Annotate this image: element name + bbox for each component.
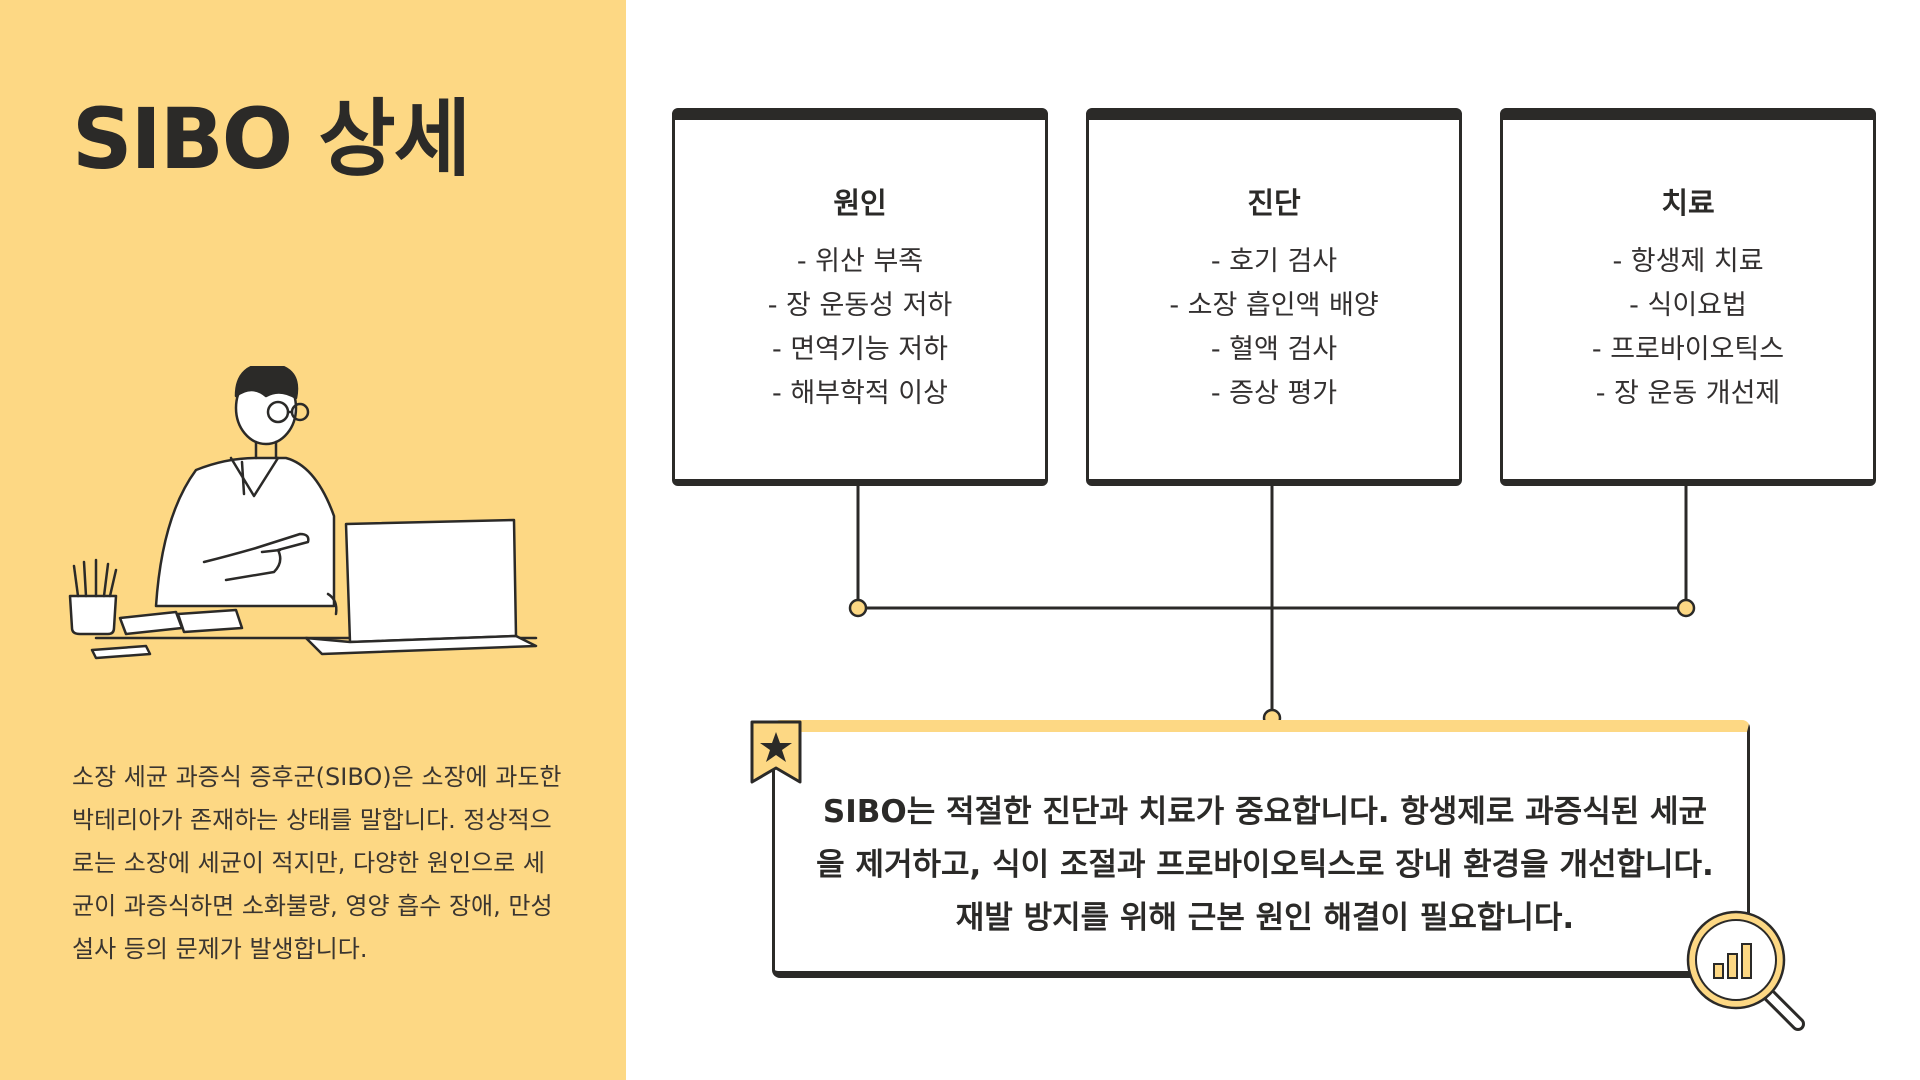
list-item: - 위산 부족 (796, 246, 924, 277)
summary-text: SIBO는 적절한 진단과 치료가 중요합니다. 항생제로 과증식된 세균을 제… (816, 794, 1714, 936)
connector-node-right (1676, 598, 1696, 618)
card-title: 진단 (1247, 186, 1301, 220)
list-item: - 장 운동성 저하 (767, 290, 953, 321)
connector-node-left (848, 598, 868, 618)
card-causes: 원인 - 위산 부족 - 장 운동성 저하 - 면역기능 저하 - 해부학적 이… (672, 108, 1048, 486)
list-item: - 혈액 검사 (1210, 334, 1338, 365)
list-item: - 항생제 치료 (1612, 246, 1764, 277)
summary-box: SIBO는 적절한 진단과 치료가 중요합니다. 항생제로 과증식된 세균을 제… (772, 720, 1750, 978)
card-treatment: 치료 - 항생제 치료 - 식이요법 - 프로바이오틱스 - 장 운동 개선제 (1500, 108, 1876, 486)
man-at-laptop-illustration (68, 366, 538, 660)
description-text: 소장 세균 과증식 증후군(SIBO)은 소장에 과도한 박테리아가 존재하는 … (72, 763, 562, 963)
star-bookmark-icon (750, 720, 802, 784)
list-item: - 호기 검사 (1210, 246, 1338, 277)
page-title: SIBO 상세 (72, 90, 471, 188)
card-list: - 호기 검사 - 소장 흡인액 배양 - 혈액 검사 - 증상 평가 (1089, 240, 1459, 416)
left-panel: SIBO 상세 (0, 0, 626, 1080)
list-item: - 해부학적 이상 (772, 378, 948, 409)
card-list: - 항생제 치료 - 식이요법 - 프로바이오틱스 - 장 운동 개선제 (1503, 240, 1873, 416)
list-item: - 증상 평가 (1210, 378, 1338, 409)
card-list: - 위산 부족 - 장 운동성 저하 - 면역기능 저하 - 해부학적 이상 (675, 240, 1045, 416)
list-item: - 식이요법 (1629, 290, 1747, 321)
list-item: - 프로바이오틱스 (1591, 334, 1785, 365)
list-item: - 소장 흡인액 배양 (1169, 290, 1379, 321)
magnifier-chart-icon (1686, 910, 1805, 1031)
card-title: 치료 (1661, 186, 1715, 220)
card-diagnosis: 진단 - 호기 검사 - 소장 흡인액 배양 - 혈액 검사 - 증상 평가 (1086, 108, 1462, 486)
card-title: 원인 (833, 186, 887, 220)
list-item: - 장 운동 개선제 (1595, 378, 1781, 409)
list-item: - 면역기능 저하 (772, 334, 948, 365)
